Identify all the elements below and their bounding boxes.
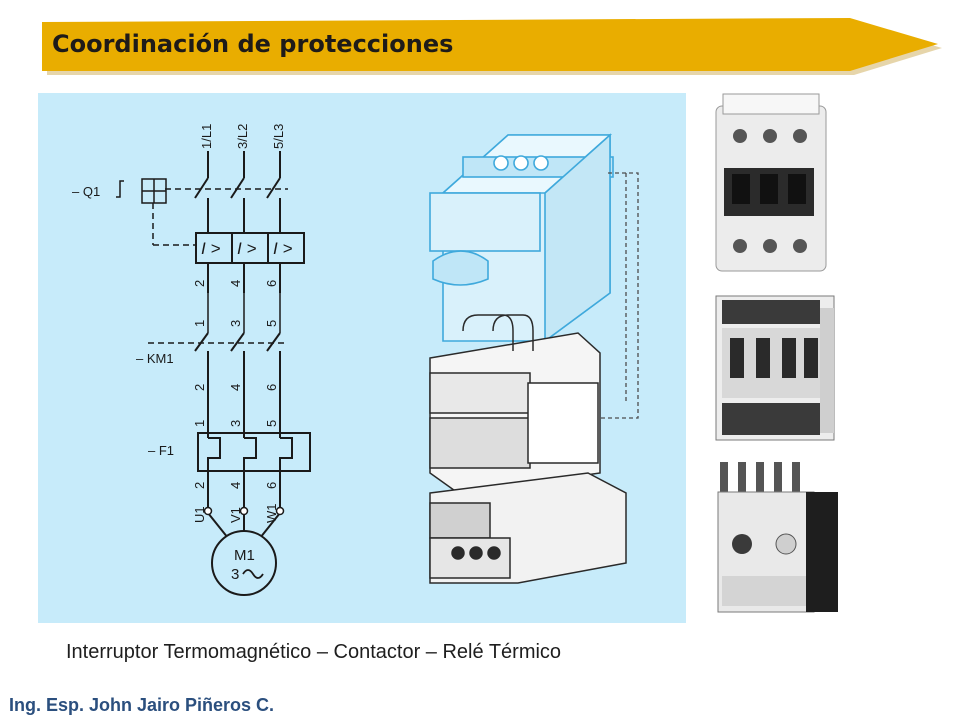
trip-symbol-3: I >: [273, 239, 292, 258]
motor-phase: 3: [231, 566, 239, 583]
banner-arrow-shape: [42, 18, 942, 75]
terminal-top-l3: 5/L3: [271, 124, 286, 149]
motor-terminal-w1: W1: [264, 504, 279, 524]
f1-in-3: 3: [228, 420, 243, 427]
figure-caption: Interruptor Termomagnético – Contactor –…: [66, 641, 562, 663]
trip-symbol-2: I >: [237, 239, 256, 258]
thermal-relay-photo: [714, 456, 842, 618]
q1-out-2: 2: [192, 280, 207, 287]
title-banner: Coordinación de protecciones: [0, 0, 960, 80]
author-footer: Ing. Esp. John Jairo Piñeros C.: [9, 695, 275, 715]
km1-out-6: 6: [264, 384, 279, 391]
assembly-drawing: [429, 133, 639, 584]
km1-out-2: 2: [192, 384, 207, 391]
km1-label: – KM1: [136, 351, 174, 366]
motor-terminal-v1: V1: [228, 507, 243, 523]
contactor-photo: [712, 288, 842, 444]
page-title: Coordinación de protecciones: [52, 30, 454, 58]
f1-out-2: 2: [192, 482, 207, 489]
f1-out-4: 4: [228, 482, 243, 489]
power-circuit-diagram: 1/L1 3/L2 5/L3 – Q1 I > I > I > 2 4 6 1 …: [72, 124, 639, 596]
schematic-panel: 1/L1 3/L2 5/L3 – Q1 I > I > I > 2 4 6 1 …: [38, 93, 686, 623]
motor-terminal-u1: U1: [192, 506, 207, 523]
km1-in-5: 5: [264, 320, 279, 327]
f1-in-1: 1: [192, 420, 207, 427]
f1-in-5: 5: [264, 420, 279, 427]
f1-label: – F1: [148, 443, 174, 458]
terminal-top-l2: 3/L2: [235, 124, 250, 149]
trip-symbol-1: I >: [201, 239, 220, 258]
km1-in-1: 1: [192, 320, 207, 327]
ac-tilde-icon: [242, 569, 264, 579]
km1-in-3: 3: [228, 320, 243, 327]
motor-name: M1: [234, 547, 255, 564]
km1-out-4: 4: [228, 384, 243, 391]
circuit-breaker-photo: [708, 86, 842, 276]
q1-out-6: 6: [264, 280, 279, 287]
q1-out-4: 4: [228, 280, 243, 287]
f1-out-6: 6: [264, 482, 279, 489]
terminal-top-l1: 1/L1: [199, 124, 214, 149]
q1-label: – Q1: [72, 184, 100, 199]
